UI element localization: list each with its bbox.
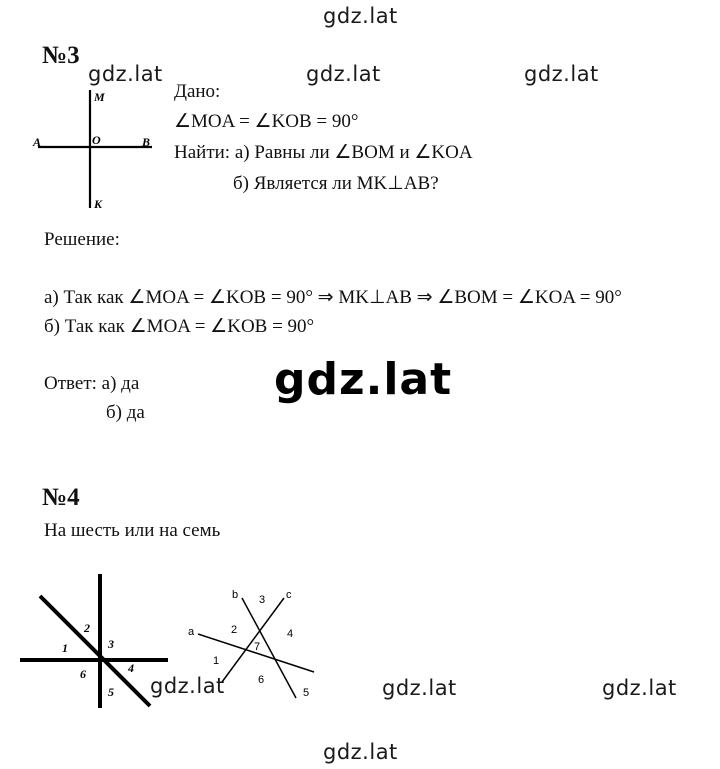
fig1-label: 3 <box>107 637 114 651</box>
region-label: 2 <box>231 624 237 636</box>
region-label: 7 <box>254 641 260 653</box>
line-label-b: b <box>232 589 238 601</box>
problem-4-number: №4 <box>42 484 80 511</box>
label-o: O <box>92 133 101 147</box>
watermark-top: gdz.lat <box>323 4 398 28</box>
label-m: M <box>93 90 105 104</box>
watermark: gdz.lat <box>306 62 381 86</box>
region-label: 3 <box>259 594 265 606</box>
watermark-large: gdz.lat <box>274 354 453 405</box>
watermark: gdz.lat <box>88 62 163 86</box>
perpendicular-lines-figure: M A O B K <box>32 90 152 211</box>
label-a: A <box>32 135 41 149</box>
solution-b: б) Так как ∠MOA = ∠KOB = 90° <box>44 316 315 337</box>
label-b: B <box>141 135 150 149</box>
watermark-bottom: gdz.lat <box>323 740 398 764</box>
watermark: gdz.lat <box>150 674 225 698</box>
answer-b: б) да <box>106 402 145 423</box>
find-question-a: Найти: а) Равны ли ∠BOM и ∠KOA <box>174 142 473 163</box>
label-k: K <box>93 197 103 211</box>
region-label: 6 <box>258 674 264 686</box>
region-label: 1 <box>213 655 219 667</box>
find-question-b: б) Является ли MK⊥AB? <box>233 173 439 194</box>
watermark: gdz.lat <box>382 676 457 700</box>
solution-label: Решение: <box>44 229 120 250</box>
given-label: Дано: <box>174 81 221 102</box>
problem-3-number: №3 <box>42 42 80 69</box>
line-label-a: a <box>188 626 195 638</box>
fig1-label: 5 <box>108 685 114 699</box>
solution-a: а) Так как ∠MOA = ∠KOB = 90° ⇒ MK⊥AB ⇒ ∠… <box>44 287 622 308</box>
fig1-label: 6 <box>80 667 86 681</box>
region-label: 4 <box>287 628 293 640</box>
region-label: 5 <box>303 687 309 699</box>
line-label-c: c <box>286 589 292 601</box>
fig1-label: 2 <box>83 621 90 635</box>
fig1-label: 4 <box>127 661 134 675</box>
watermark: gdz.lat <box>524 62 599 86</box>
three-concurrent-lines-figure: 1 2 3 4 5 6 <box>20 574 168 708</box>
problem-4-answer: На шесть или на семь <box>44 520 221 541</box>
answer-a: Ответ: а) да <box>44 373 140 394</box>
fig1-label: 1 <box>62 641 68 655</box>
given-statement: ∠MOA = ∠KOB = 90° <box>174 111 359 132</box>
three-general-lines-figure: a b c 1 2 3 4 5 6 7 <box>188 589 315 699</box>
watermark: gdz.lat <box>602 676 677 700</box>
